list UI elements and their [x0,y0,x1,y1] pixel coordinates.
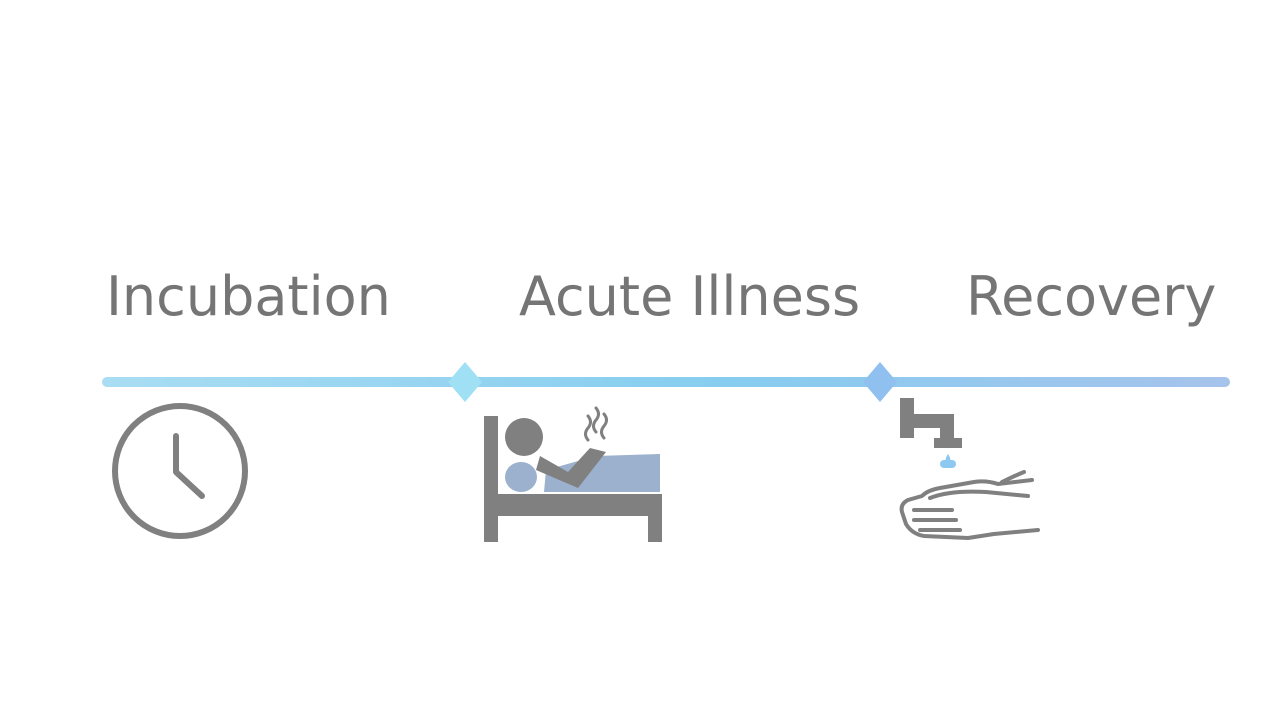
timeline-marker-1 [448,362,482,402]
stage-label-incubation: Incubation [106,265,391,328]
stage-label-acute-illness: Acute Illness [519,265,861,328]
hand-washing-icon [890,392,1050,552]
sick-in-bed-icon [478,398,666,548]
timeline-bar [102,362,1230,402]
timeline-line [102,377,1230,387]
clock-icon [108,400,252,544]
timeline-marker-2 [863,362,897,402]
stage-label-recovery: Recovery [966,265,1217,328]
